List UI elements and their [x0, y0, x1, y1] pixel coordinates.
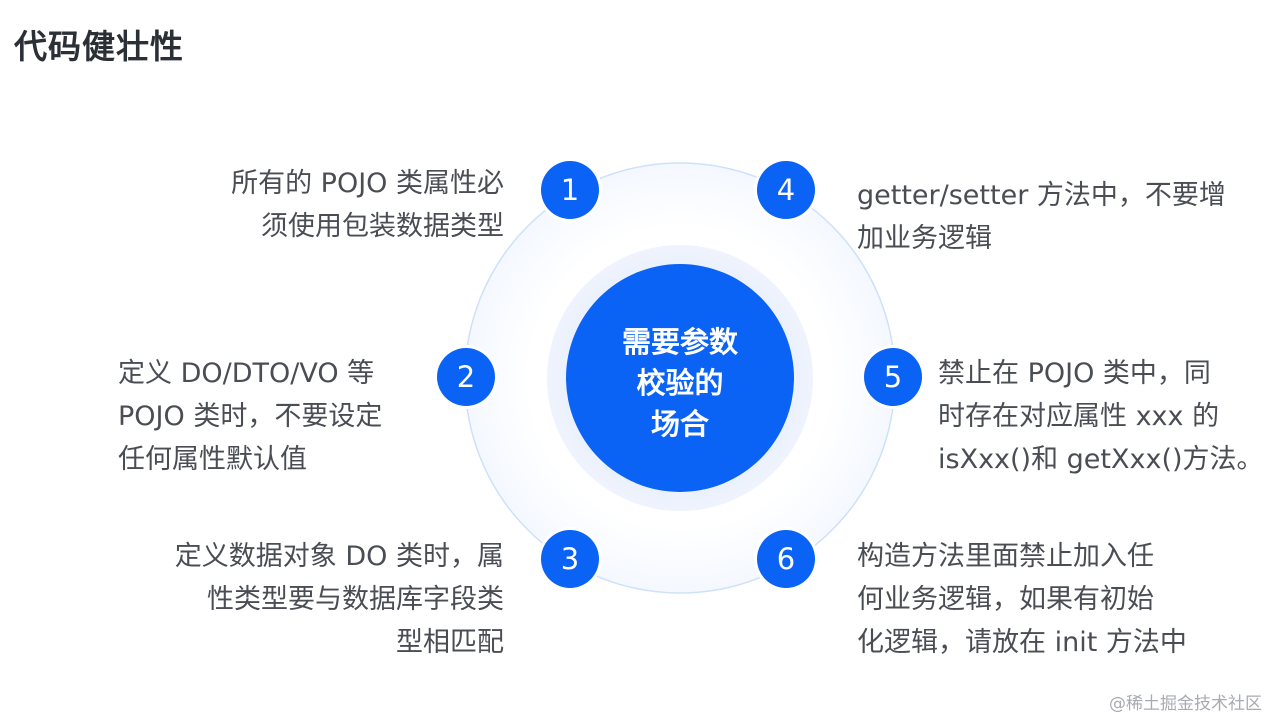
center-circle [566, 264, 794, 492]
item-6-text: 构造方法里面禁止加入任 何业务逻辑，如果有初始 化逻辑，请放在 init 方法中 [857, 535, 1187, 664]
item-5-text: 禁止在 POJO 类中，同 时存在对应属性 xxx 的 isXxx()和 get… [938, 352, 1264, 481]
item-line: getter/setter 方法中，不要增 [857, 180, 1226, 211]
badge-2: 2 [437, 348, 495, 406]
center-line: 场合 [650, 407, 709, 441]
item-4-text: getter/setter 方法中，不要增 加业务逻辑 [857, 174, 1226, 260]
badge-3: 3 [541, 530, 599, 588]
item-3-text: 定义数据对象 DO 类时，属 性类型要与数据库字段类 型相匹配 [175, 535, 504, 664]
item-line: 时存在对应属性 xxx 的 [938, 401, 1220, 432]
item-line: 须使用包装数据类型 [261, 211, 504, 242]
item-line: 所有的 POJO 类属性必 [231, 168, 504, 199]
center-label: 需要参数 校验的 场合 [600, 322, 760, 445]
badge-1: 1 [541, 161, 599, 219]
item-line: 定义数据对象 DO 类时，属 [174, 541, 504, 572]
item-line: 何业务逻辑，如果有初始 [857, 584, 1154, 615]
page-title: 代码健壮性 [14, 27, 184, 66]
item-line: POJO 类时，不要设定 [118, 401, 383, 432]
badge-5: 5 [864, 348, 922, 406]
center-line: 需要参数 [621, 325, 738, 359]
center-line: 校验的 [636, 366, 724, 400]
item-line: 构造方法里面禁止加入任 [857, 541, 1154, 572]
item-line: 定义 DO/DTO/VO 等 [118, 358, 375, 389]
item-line: 禁止在 POJO 类中，同 [938, 358, 1211, 389]
item-line: 性类型要与数据库字段类 [207, 584, 504, 615]
badge-4: 4 [757, 161, 815, 219]
watermark: @稀土掘金技术社区 [1109, 694, 1262, 714]
item-2-text: 定义 DO/DTO/VO 等 POJO 类时，不要设定 任何属性默认值 [118, 352, 382, 481]
item-1-text: 所有的 POJO 类属性必 须使用包装数据类型 [231, 162, 504, 248]
item-line: 任何属性默认值 [118, 444, 307, 475]
item-line: isXxx()和 getXxx()方法。 [938, 444, 1264, 475]
item-line: 型相匹配 [396, 627, 504, 658]
item-line: 加业务逻辑 [857, 223, 992, 254]
item-line: 化逻辑，请放在 init 方法中 [857, 627, 1187, 658]
badge-6: 6 [757, 530, 815, 588]
